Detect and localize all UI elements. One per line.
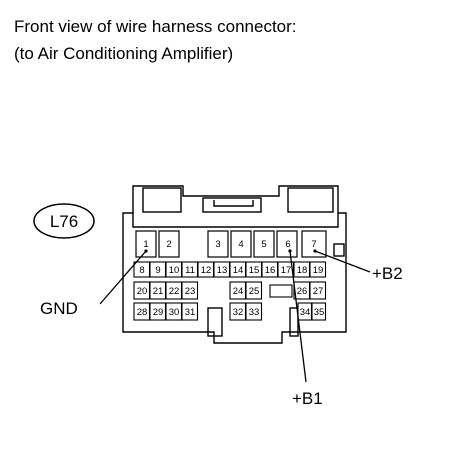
gnd-label: GND [40,299,78,318]
pin-8: 8 [139,265,144,276]
pin-21: 21 [153,286,164,297]
pin-20: 20 [137,286,148,297]
pin-25: 25 [249,286,260,297]
pin-2: 2 [166,239,171,250]
title-line-2: (to Air Conditioning Amplifier) [14,44,234,63]
b1-leader [289,250,307,383]
pin-30: 30 [169,307,180,318]
pin-3: 3 [215,239,220,250]
connector-id-oval [33,203,95,239]
pin-24: 24 [233,286,244,297]
connector-housing [122,185,347,344]
pin-13: 13 [217,265,228,276]
pin-31: 31 [185,307,196,318]
pin-14: 14 [233,265,244,276]
pin-12: 12 [201,265,212,276]
row-2-cavities [133,261,327,278]
pin-17: 17 [281,265,292,276]
leader-dots [144,249,317,253]
pin-15: 15 [249,265,260,276]
pin-5: 5 [261,239,266,250]
pin-9: 9 [155,265,160,276]
pin-6: 6 [285,239,290,250]
connector-id: L76 [50,212,78,231]
pin-7: 7 [311,239,316,250]
pin-26: 26 [297,286,308,297]
pin-1: 1 [143,239,148,250]
pin-10: 10 [169,265,180,276]
b1-label: +B1 [292,389,323,408]
pin-11: 11 [185,265,195,276]
pin-16: 16 [265,265,276,276]
pin-23: 23 [185,286,196,297]
top-row-cavities [135,230,327,258]
latch-block [269,284,293,298]
b2-leader [314,250,371,273]
pin-27: 27 [313,286,324,297]
pin-22: 22 [169,286,180,297]
pin-4: 4 [238,239,243,250]
title-line-1: Front view of wire harness connector: [14,17,297,36]
pin-28: 28 [137,307,148,318]
pin-19: 19 [313,265,324,276]
gnd-leader [99,250,147,305]
b2-label: +B2 [372,264,403,283]
pin-34: 34 [300,307,311,318]
pin-29: 29 [153,307,164,318]
pin-35: 35 [314,307,325,318]
pin-18: 18 [297,265,308,276]
row-3-cavities [133,281,327,300]
pin-32: 32 [233,307,244,318]
pin-33: 33 [249,307,260,318]
leader-lines [99,250,371,383]
